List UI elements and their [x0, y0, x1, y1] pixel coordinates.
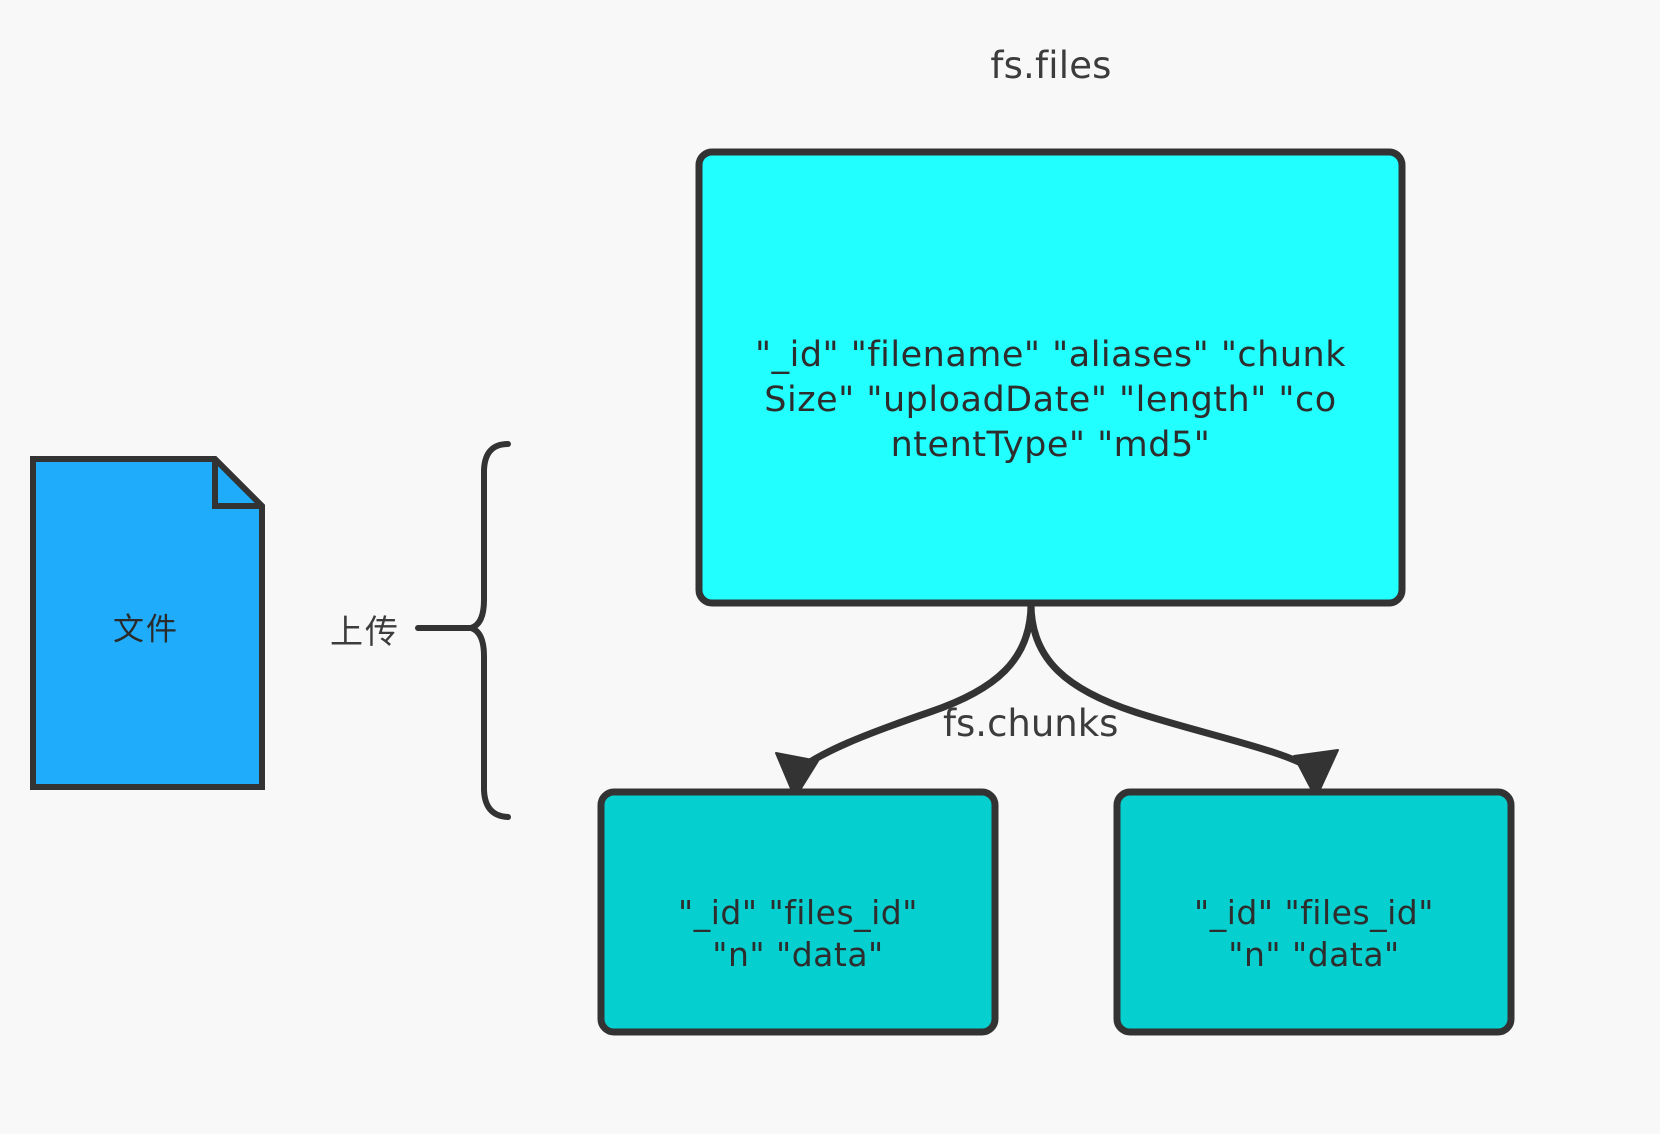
- fs-chunks-box-2-fields: "_id" "files_id" "n" "data": [1194, 893, 1434, 975]
- file-card-icon: [30, 456, 265, 790]
- upload-label: 上传: [330, 612, 400, 651]
- arrowhead-right: [1293, 749, 1339, 799]
- fs-chunks-title: fs.chunks: [943, 702, 1119, 745]
- fs-files-box: [695, 148, 1406, 607]
- fs-chunks-box-1-fields: "_id" "files_id" "n" "data": [678, 893, 918, 975]
- chunk-connectors: [775, 600, 1339, 799]
- upload-brace: [415, 441, 512, 820]
- fs-chunks-box-2: [1113, 788, 1515, 1036]
- arrowhead-left: [775, 752, 819, 799]
- file-card-label: 文件: [113, 612, 179, 648]
- fs-chunks-box-1: [597, 788, 999, 1036]
- fs-files-fields: "_id" "filename" "aliases" "chunk Size" …: [755, 335, 1346, 465]
- fs-files-title-text: fs.files: [990, 44, 1112, 87]
- fs-files-title: fs.files: [0, 44, 1660, 87]
